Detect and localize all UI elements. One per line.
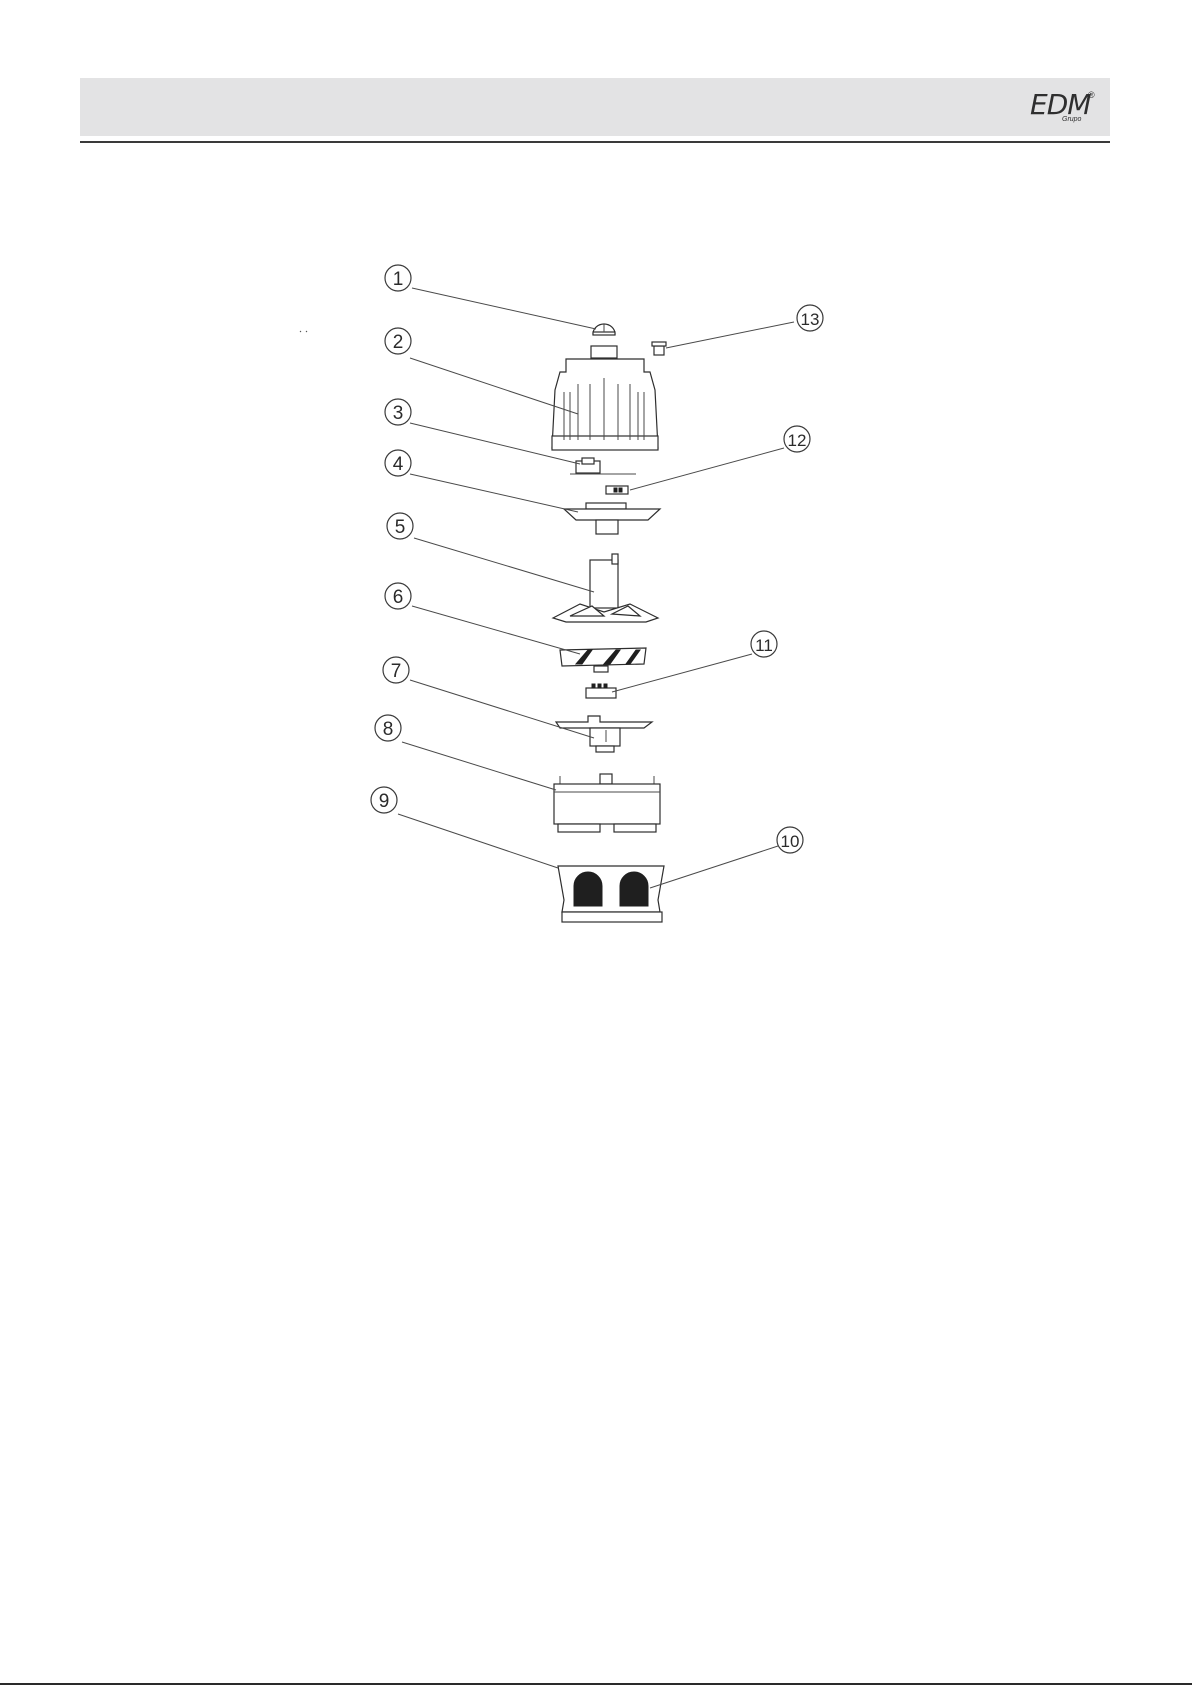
- part-2-heatsink: [552, 346, 658, 450]
- part-13-connector: [652, 342, 666, 355]
- callout-6-label: 6: [393, 587, 404, 608]
- callout-7-label: 7: [391, 661, 402, 682]
- callout-5: 5: [387, 513, 413, 539]
- part-5-fan-assembly: [553, 554, 658, 622]
- part-9-base: [558, 866, 664, 922]
- callout-4: 4: [385, 450, 411, 476]
- callout-10-label: 10: [781, 832, 800, 851]
- part-12-component: [606, 486, 628, 494]
- callout-3-label: 3: [393, 403, 404, 424]
- callout-12-label: 12: [788, 431, 807, 450]
- callout-1: 1: [385, 265, 411, 291]
- callout-4-label: 4: [393, 454, 404, 475]
- callout-6: 6: [385, 583, 411, 609]
- stray-marks: [300, 331, 307, 332]
- part-7-base-plate: [556, 716, 652, 752]
- callout-13: 13: [797, 305, 823, 331]
- part-1-cap: [593, 324, 615, 335]
- callout-7: 7: [383, 657, 409, 683]
- callout-5-label: 5: [395, 517, 406, 538]
- callout-12: 12: [784, 426, 810, 452]
- callout-10: 10: [777, 827, 803, 853]
- part-8-housing: [554, 774, 660, 832]
- callout-8: 8: [375, 715, 401, 741]
- callout-2: 2: [385, 328, 411, 354]
- callout-2-label: 2: [393, 332, 404, 353]
- part-11-connector: [586, 684, 616, 698]
- callout-9: 9: [371, 787, 397, 813]
- callout-11-label: 11: [755, 636, 773, 655]
- part-4-mount-plate: [564, 503, 660, 534]
- callout-3: 3: [385, 399, 411, 425]
- callout-9-label: 9: [379, 791, 390, 812]
- callout-8-label: 8: [383, 719, 394, 740]
- callout-1-label: 1: [393, 269, 404, 290]
- callout-13-label: 13: [801, 310, 820, 329]
- part-3-driver-board: [570, 458, 636, 474]
- callout-11: 11: [751, 631, 777, 657]
